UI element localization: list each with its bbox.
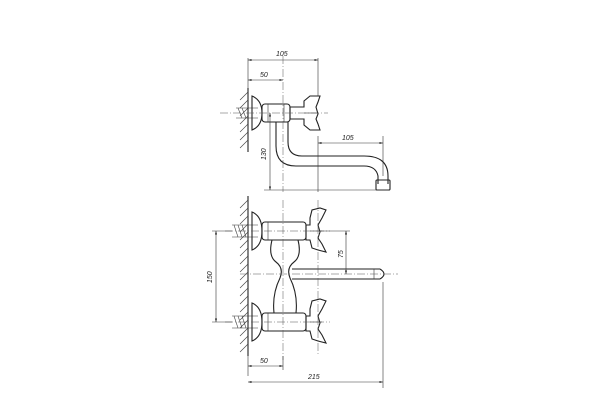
front-view: 150 75 50 215: [207, 196, 398, 388]
dim-top-flange-label: 50: [260, 72, 268, 79]
mixer-body: [270, 239, 300, 314]
dim-front-overall-label: 215: [307, 374, 320, 381]
dim-top-flange: 50: [248, 72, 283, 82]
spout-top: [275, 122, 379, 184]
dim-front-flange: 50: [247, 356, 284, 376]
dim-top-height-label: 130: [261, 148, 268, 160]
top-view: 105 50 105 130: [220, 51, 391, 192]
dim-top-spout: 105: [317, 135, 384, 192]
dim-front-spout-label: 75: [338, 250, 345, 258]
cross-handle-upper: [305, 207, 328, 253]
dim-front-spout: 75: [320, 230, 350, 274]
dim-top-height: 130: [261, 113, 388, 191]
wall-hatch-top: [239, 88, 249, 152]
dim-top-spout-label: 105: [342, 135, 354, 142]
dim-front-overall: 215: [248, 282, 384, 388]
dim-top-overall-label: 105: [276, 51, 288, 58]
dim-front-spacing: 150: [207, 230, 232, 323]
dim-top-overall: 105: [247, 51, 319, 96]
cross-handle-lower: [305, 298, 328, 344]
wall-hatch-front: [239, 196, 249, 356]
dim-front-flange-label: 50: [260, 358, 268, 365]
dim-front-spacing-label: 150: [207, 271, 214, 283]
